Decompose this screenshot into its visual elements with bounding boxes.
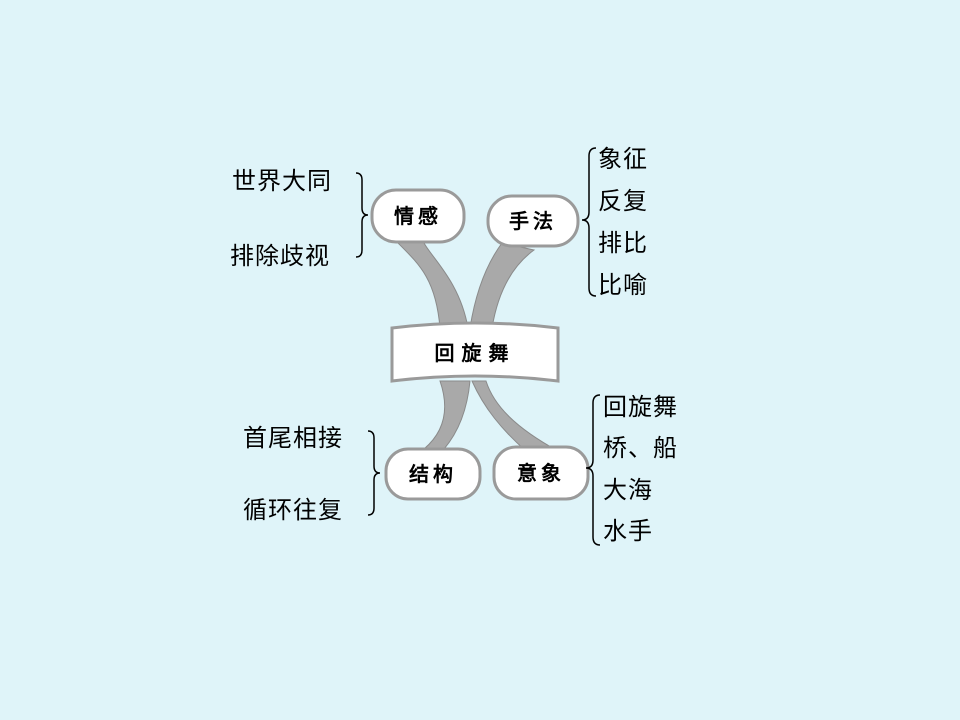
- structure-item: 循环往复: [243, 496, 343, 524]
- technique-item: 排比: [598, 229, 648, 257]
- connector-technique: [469, 242, 536, 329]
- structure-item: 首尾相接: [243, 424, 343, 452]
- imagery-item: 大海: [603, 476, 653, 504]
- imagery-item: 回旋舞: [603, 393, 678, 421]
- node-label-technique: 手法: [509, 209, 557, 233]
- technique-item: 比喻: [598, 271, 648, 299]
- technique-item: 反复: [598, 187, 648, 215]
- node-emotion: [370, 188, 466, 244]
- brace-technique: [581, 147, 597, 297]
- node-imagery: [492, 445, 590, 501]
- brace-emotion: [355, 172, 369, 258]
- connector-imagery: [471, 380, 559, 452]
- node-label-imagery: 意象: [517, 461, 565, 485]
- node-structure: [384, 447, 482, 501]
- imagery-item: 桥、船: [603, 434, 678, 462]
- center-label: 回旋舞: [434, 341, 516, 365]
- brace-structure: [367, 430, 381, 516]
- emotion-item: 世界大同: [232, 167, 332, 195]
- emotion-item: 排除歧视: [230, 242, 330, 270]
- connector-structure: [422, 380, 471, 450]
- imagery-item: 水手: [603, 517, 653, 545]
- node-label-structure: 结构: [409, 462, 457, 486]
- node-label-emotion: 情感: [394, 204, 442, 228]
- node-technique: [486, 194, 580, 248]
- brace-imagery: [585, 394, 601, 546]
- center-node: [390, 321, 560, 383]
- technique-item: 象征: [598, 145, 648, 173]
- connector-emotion: [396, 242, 469, 329]
